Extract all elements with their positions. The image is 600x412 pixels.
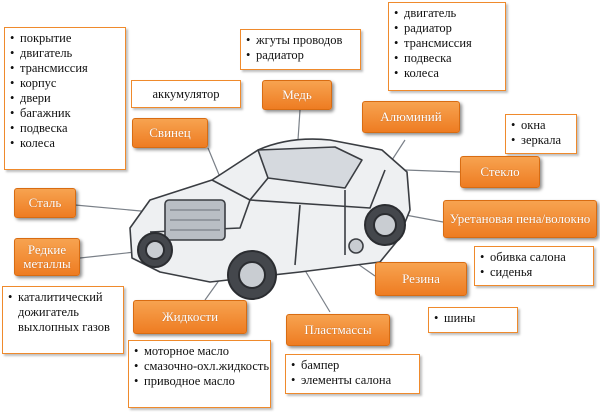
connector-aluminum — [391, 139, 406, 161]
list-item: трансмиссия — [10, 61, 120, 76]
material-aluminum: Алюминий — [362, 101, 460, 133]
list-item: багажник — [10, 106, 120, 121]
urethane-components-box: обивка салона сиденья — [474, 246, 594, 286]
list-item: подвеска — [10, 121, 120, 136]
list-item: моторное масло — [134, 344, 265, 359]
rubber-components-box: шины — [428, 307, 518, 333]
list-item: каталитический дожигатель выхлопных газо… — [8, 290, 118, 335]
list-item: шины — [434, 311, 512, 326]
copper-label: Медь — [282, 87, 312, 102]
connector-glass — [404, 169, 461, 173]
accumulator-label: аккумулятор — [152, 86, 220, 101]
list-item: радиатор — [394, 21, 500, 36]
rubber-label: Резина — [402, 271, 440, 286]
list-item: бампер — [291, 358, 414, 373]
list-item: корпус — [10, 76, 120, 91]
list-item: сиденья — [480, 265, 588, 280]
copper-components-box: жгуты проводов радиатор — [240, 29, 361, 70]
list-item: приводное масло — [134, 374, 265, 389]
material-urethane: Уретановая пена/волокно — [443, 200, 597, 238]
list-item: радиатор — [246, 48, 355, 63]
list-item: колеса — [394, 66, 500, 81]
material-rare-metals: Редкие металлы — [14, 238, 80, 276]
material-steel: Сталь — [14, 188, 76, 218]
urethane-label: Уретановая пена/волокно — [449, 211, 591, 226]
material-glass: Стекло — [460, 156, 540, 188]
connector-copper — [297, 109, 301, 141]
material-fluids: Жидкости — [133, 300, 247, 334]
lead-label: Свинец — [149, 125, 191, 140]
list-item: обивка салона — [480, 250, 588, 265]
glass-label: Стекло — [480, 164, 520, 179]
accumulator-box: аккумулятор — [131, 80, 241, 108]
list-item: трансмиссия — [394, 36, 500, 51]
list-item: смазочно-охл.жидкость — [134, 359, 269, 374]
list-item: зеркала — [511, 133, 571, 148]
plastics-label: Пластмассы — [304, 322, 372, 337]
list-item: покрытие — [10, 31, 120, 46]
steel-components-box: покрытие двигатель трансмиссия корпус дв… — [4, 27, 126, 170]
list-item: жгуты проводов — [246, 33, 355, 48]
fluids-label: Жидкости — [161, 309, 219, 324]
rare-metals-label: Редкие металлы — [23, 242, 71, 271]
glass-components-box: окна зеркала — [505, 114, 577, 154]
material-copper: Медь — [262, 80, 332, 110]
list-item: двигатель — [394, 6, 500, 21]
list-item: элементы салона — [291, 373, 414, 388]
list-item: колеса — [10, 136, 120, 151]
fluids-components-box: моторное масло смазочно-охл.жидкость при… — [128, 340, 271, 408]
material-rubber: Резина — [375, 262, 467, 296]
material-lead: Свинец — [132, 118, 208, 148]
steel-label: Сталь — [28, 195, 62, 210]
list-item: двигатель — [10, 46, 120, 61]
material-plastics: Пластмассы — [286, 314, 390, 346]
aluminum-label: Алюминий — [380, 109, 442, 124]
rare-metals-components-box: каталитический дожигатель выхлопных газо… — [2, 286, 124, 354]
list-item: подвеска — [394, 51, 500, 66]
plastics-components-box: бампер элементы салона — [285, 354, 420, 394]
aluminum-components-box: двигатель радиатор трансмиссия подвеска … — [388, 2, 506, 91]
list-item: окна — [511, 118, 571, 133]
list-item: двери — [10, 91, 120, 106]
